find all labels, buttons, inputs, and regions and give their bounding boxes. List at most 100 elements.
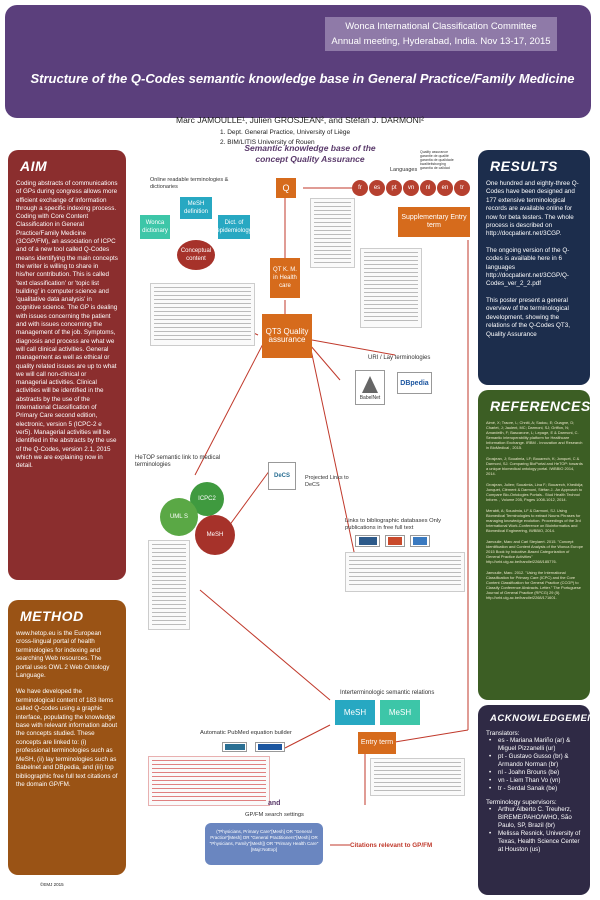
method-text-1: www.hetop.eu is the European cross-lingu… [16,630,110,680]
language-nl: nl [420,180,436,196]
reference-item: Aimé, X; Traore, L; Chniti, A; Sadou, E;… [486,420,583,450]
legend-item: kwaliteitsborging [420,162,446,166]
hetop-tree-thumbnail [148,540,190,630]
projected-links-label: Projected Links to DeCS [305,475,349,488]
umls-ball: UML S [160,498,198,536]
results-title: RESULTS [490,158,558,174]
supervisors-list: Arthur Alberto C. Treuherz, BIREME/PAHO/… [478,806,590,854]
method-panel: METHOD www.hetop.eu is the European cros… [8,600,126,875]
qt-box: QT K. M. in Health care [270,258,300,298]
legend-item: garantie de qualité [420,154,449,158]
mesh-box-1: MeSH [335,700,375,725]
conference-line1: Wonca International Classification Commi… [345,21,537,32]
translators-list: es - Mariana Mariño (ar) & Miguel Pizzan… [478,737,590,793]
reference-item: Grosjean, J; Soualmia, LF; Bouarech, K; … [486,456,583,476]
conference-line2: Annual meeting, Hyderabad, India. Nov 13… [331,36,551,47]
bmc-logo [385,535,405,547]
entry-term-box: Entry term [358,732,396,754]
pubmed-logo [255,742,285,752]
definition-thumbnail [150,283,255,346]
aim-panel: AIM Coding abstracts of communications o… [8,150,126,580]
bmc-icon [388,537,402,545]
gp-search-label: GP/FM search settings [245,812,304,818]
legend-item: Quality assurance [420,150,449,154]
reference-item: Jamoulle, Marc and Carl Steylaert. 2015.… [486,539,584,564]
language-tr: tr [454,180,470,196]
translator-item: tr - Serdal Sanak (be) [486,785,584,793]
language-pt: pt [386,180,402,196]
online-resources-label: Online readable terminologies & dictiona… [150,177,229,190]
affiliations: 1. Dept. General Practice, University of… [220,128,480,148]
supplementary-entry-box: Supplementary Entry term [398,207,470,237]
affiliation-1: 1. Dept. General Practice, University of… [220,129,351,136]
results-panel: RESULTS One hundred and eighty-three Q-C… [478,150,590,385]
reference-item: Grosjean, Julien; Soualmia, Lina F.; Bou… [486,482,584,502]
babelnet-label: BabelNet [359,394,381,401]
references-title: REFERENCES [490,398,591,414]
pubmed-icon [258,744,282,750]
languages-label: Languages [390,167,418,173]
authors: Marc JAMOULLE¹, Julien GROSJEAN², and St… [176,115,424,125]
uri-label: URI / Lay terminologies [368,355,431,361]
results-text-3: This poster present a general overview o… [486,296,570,338]
qt3-box: QT3 Quality assurance [262,314,312,358]
poster-header: Wonca International Classification Commi… [5,5,591,118]
translator-item: es - Mariana Mariño (ar) & Miguel Pizzan… [486,737,584,753]
supervisors-label: Terminology supervisors: [486,799,557,806]
babelnet-icon [362,375,378,393]
language-es: es [369,180,385,196]
decs-mesh-icon [224,744,245,750]
conceptual-content-circle: Conceptual content [177,240,215,270]
affiliation-2: 2. BIM/LITIS University of Rouen [220,139,315,146]
results-text-2: The ongoing version of the Q-codes is av… [486,246,570,288]
translators-label: Translators: [486,730,520,737]
language-en: en [437,180,453,196]
search-query-box: ("Physicians, Primary Care"[Mesh] OR "Ge… [205,823,323,865]
entry-term-list-thumbnail [370,758,465,796]
mesh-definition-box: MeSH definition [180,197,212,219]
translator-item: pt - Gustavo Gusso (br) & Armando Norman… [486,753,584,769]
language-legend: Quality assurance garantie de qualité ga… [420,150,470,172]
supervisor-item: Melissa Resnick, University of Texas, He… [486,830,584,854]
reference-item: Jamoulle, Marc. 2012. "Using the Interna… [486,570,581,600]
ack-title: ACKNOWLEDGEMENTS [490,713,600,724]
language-vn: vn [403,180,419,196]
decs-logo: DeCS [268,462,296,490]
lilacs-logo [410,535,430,547]
lilacs-icon [413,537,427,545]
tree-thumbnail [310,198,355,268]
biblio-label: Links to bibliographic databases Only pu… [345,518,442,531]
citations-label: Citations relevant to GP/FM [350,842,433,849]
hetop-label: HeTOP semantic link to medical terminolo… [135,455,221,468]
aim-text: Coding abstracts of communications of GP… [16,180,118,470]
mesh-ball: MeSH [195,515,235,555]
method-title: METHOD [20,608,84,624]
inter-label: Interterminologic semantic relations [340,690,435,696]
method-text-2: We have developed the terminological con… [16,688,118,788]
acknowledgements-panel: ACKNOWLEDGEMENTS Translators: es - Maria… [478,705,600,895]
biblio-thumbnail [345,552,465,592]
reference-item: Merabti, A; Soualmia, LF & Darmoni, SJ. … [486,508,581,533]
entry-term-thumbnail [360,248,422,328]
translator-item: nl - Joahn Brouns (be) [486,769,584,777]
diagram-title: Semantic knowledge base of the concept Q… [244,143,376,164]
pubmed-central-icon [358,537,377,545]
aim-title: AIM [20,158,48,174]
references-panel: REFERENCES Aimé, X; Traore, L; Chniti, A… [478,390,590,700]
supervisor-item: Arthur Alberto C. Treuherz, BIREME/PAHO/… [486,806,584,830]
and-label: and [268,800,281,807]
translator-item: vn - Liem Than Vo (vn) [486,777,584,785]
copyright: ©EMJ 2015 [40,882,64,887]
pubmed-builder-label: Automatic PubMed equation builder [200,730,292,736]
conference-box: Wonca International Classification Commi… [325,17,557,51]
mesh-box-2: MeSH [380,700,420,725]
pubmed-central-logo [355,535,380,547]
babelnet-logo: BabelNet [355,370,385,405]
pubmed-equation-thumbnail [148,756,270,806]
legend-item: garantia de qualidade [420,158,454,162]
poster-title: Structure of the Q-Codes semantic knowle… [30,71,575,86]
wonca-dictionary-box: Wonca dictionary [140,215,170,239]
language-fr: fr [352,180,368,196]
results-text-1: One hundred and eighty-three Q-Codes hav… [486,180,579,238]
